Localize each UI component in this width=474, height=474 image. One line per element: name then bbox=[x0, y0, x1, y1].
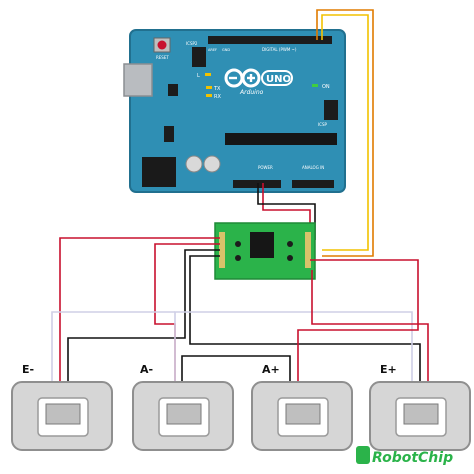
analog-header bbox=[292, 180, 334, 188]
wire-red-cell4 bbox=[311, 270, 429, 392]
load-cell-beam bbox=[45, 403, 81, 425]
l-led bbox=[205, 73, 211, 76]
robotchip-watermark: RobotChip bbox=[356, 446, 453, 466]
wire-black-cell3 bbox=[181, 355, 291, 392]
hx711-module bbox=[214, 222, 316, 280]
on-label: ON bbox=[322, 84, 330, 90]
wire-red-cell1 bbox=[59, 237, 220, 392]
load-cell-label-e-minus: E- bbox=[22, 363, 34, 376]
icsp2-label: ICSP2 bbox=[186, 41, 198, 46]
hx711-right-pins bbox=[305, 232, 311, 268]
load-cells: E- A- A+ E+ bbox=[11, 363, 471, 451]
digital-label: DIGITAL (PWM ~) bbox=[262, 47, 297, 52]
arduino-uno-board: RESET ICSP2 DIGITAL (PWM ~) AREF GND L T… bbox=[123, 29, 346, 193]
rx-label: RX bbox=[214, 94, 221, 100]
tx-label: TX bbox=[213, 86, 221, 92]
wire-white-cell1 bbox=[51, 311, 175, 392]
logo-plus-v bbox=[249, 74, 253, 82]
wire-red-cell2 bbox=[154, 243, 220, 392]
hx711-chip bbox=[250, 232, 274, 258]
hx711-component-4 bbox=[287, 255, 293, 261]
regulator-chip bbox=[164, 126, 174, 142]
wire-red-vcc bbox=[262, 183, 311, 234]
arduino-logo bbox=[224, 68, 261, 88]
load-cell-beam bbox=[285, 403, 321, 425]
wire-orange-clock bbox=[316, 9, 374, 257]
hx711-left-pins bbox=[219, 232, 225, 268]
wires-board-to-hx711 bbox=[257, 9, 374, 257]
gnd-label: GND bbox=[222, 48, 230, 52]
wire-black-cell4 bbox=[189, 255, 421, 392]
on-led bbox=[312, 84, 318, 87]
load-cell-1: E- bbox=[11, 363, 113, 451]
capacitor-left bbox=[185, 155, 203, 173]
robot-logo-icon bbox=[356, 446, 370, 464]
wire-white-top bbox=[174, 311, 413, 392]
reset-button-cap bbox=[157, 40, 167, 50]
load-cell-4: E+ bbox=[369, 363, 471, 451]
hx711-component-3 bbox=[287, 241, 293, 247]
load-cell-beam bbox=[403, 403, 439, 425]
load-cell-2: A- bbox=[132, 363, 234, 451]
hx711-component-1 bbox=[235, 241, 241, 247]
uno-badge bbox=[261, 70, 293, 86]
wire-black-gnd bbox=[257, 183, 316, 240]
icsp-label: ICSP bbox=[318, 122, 328, 127]
load-cell-3: A+ bbox=[251, 363, 353, 451]
wires-hx711-to-cells bbox=[51, 237, 429, 392]
hx711-component-2 bbox=[235, 255, 241, 261]
wire-red-cell3 bbox=[297, 259, 419, 392]
usb-chip bbox=[168, 84, 178, 96]
watermark-text: RobotChip bbox=[372, 450, 453, 466]
capacitor-right bbox=[203, 155, 221, 173]
wire-black-cell1 bbox=[67, 249, 220, 392]
board-pcb bbox=[129, 29, 346, 193]
arduino-brand-text: Arduino bbox=[239, 89, 264, 96]
load-cell-label-e-plus: E+ bbox=[380, 363, 397, 376]
icsp2-header bbox=[192, 47, 206, 67]
wire-yellow-data bbox=[321, 14, 369, 251]
power-header bbox=[233, 180, 281, 188]
logo-loop-right bbox=[241, 68, 261, 88]
analog-label: ANALOG IN bbox=[302, 165, 324, 170]
tx-led bbox=[206, 86, 212, 89]
dc-power-jack bbox=[142, 157, 176, 187]
digital-header-top bbox=[208, 36, 332, 44]
load-cell-label-a-minus: A- bbox=[140, 363, 153, 376]
uno-text: UNO bbox=[266, 74, 291, 85]
atmega-chip bbox=[225, 133, 337, 145]
load-cell-label-a-plus: A+ bbox=[262, 363, 280, 376]
rx-led bbox=[206, 94, 212, 97]
l-label: L bbox=[197, 73, 200, 79]
logo-minus bbox=[229, 76, 237, 80]
usb-port bbox=[123, 63, 153, 97]
power-label: POWER bbox=[258, 165, 273, 170]
reset-label: RESET bbox=[156, 55, 169, 60]
aref-label: AREF bbox=[208, 48, 217, 52]
icsp-header bbox=[324, 100, 338, 120]
load-cell-beam bbox=[166, 403, 202, 425]
